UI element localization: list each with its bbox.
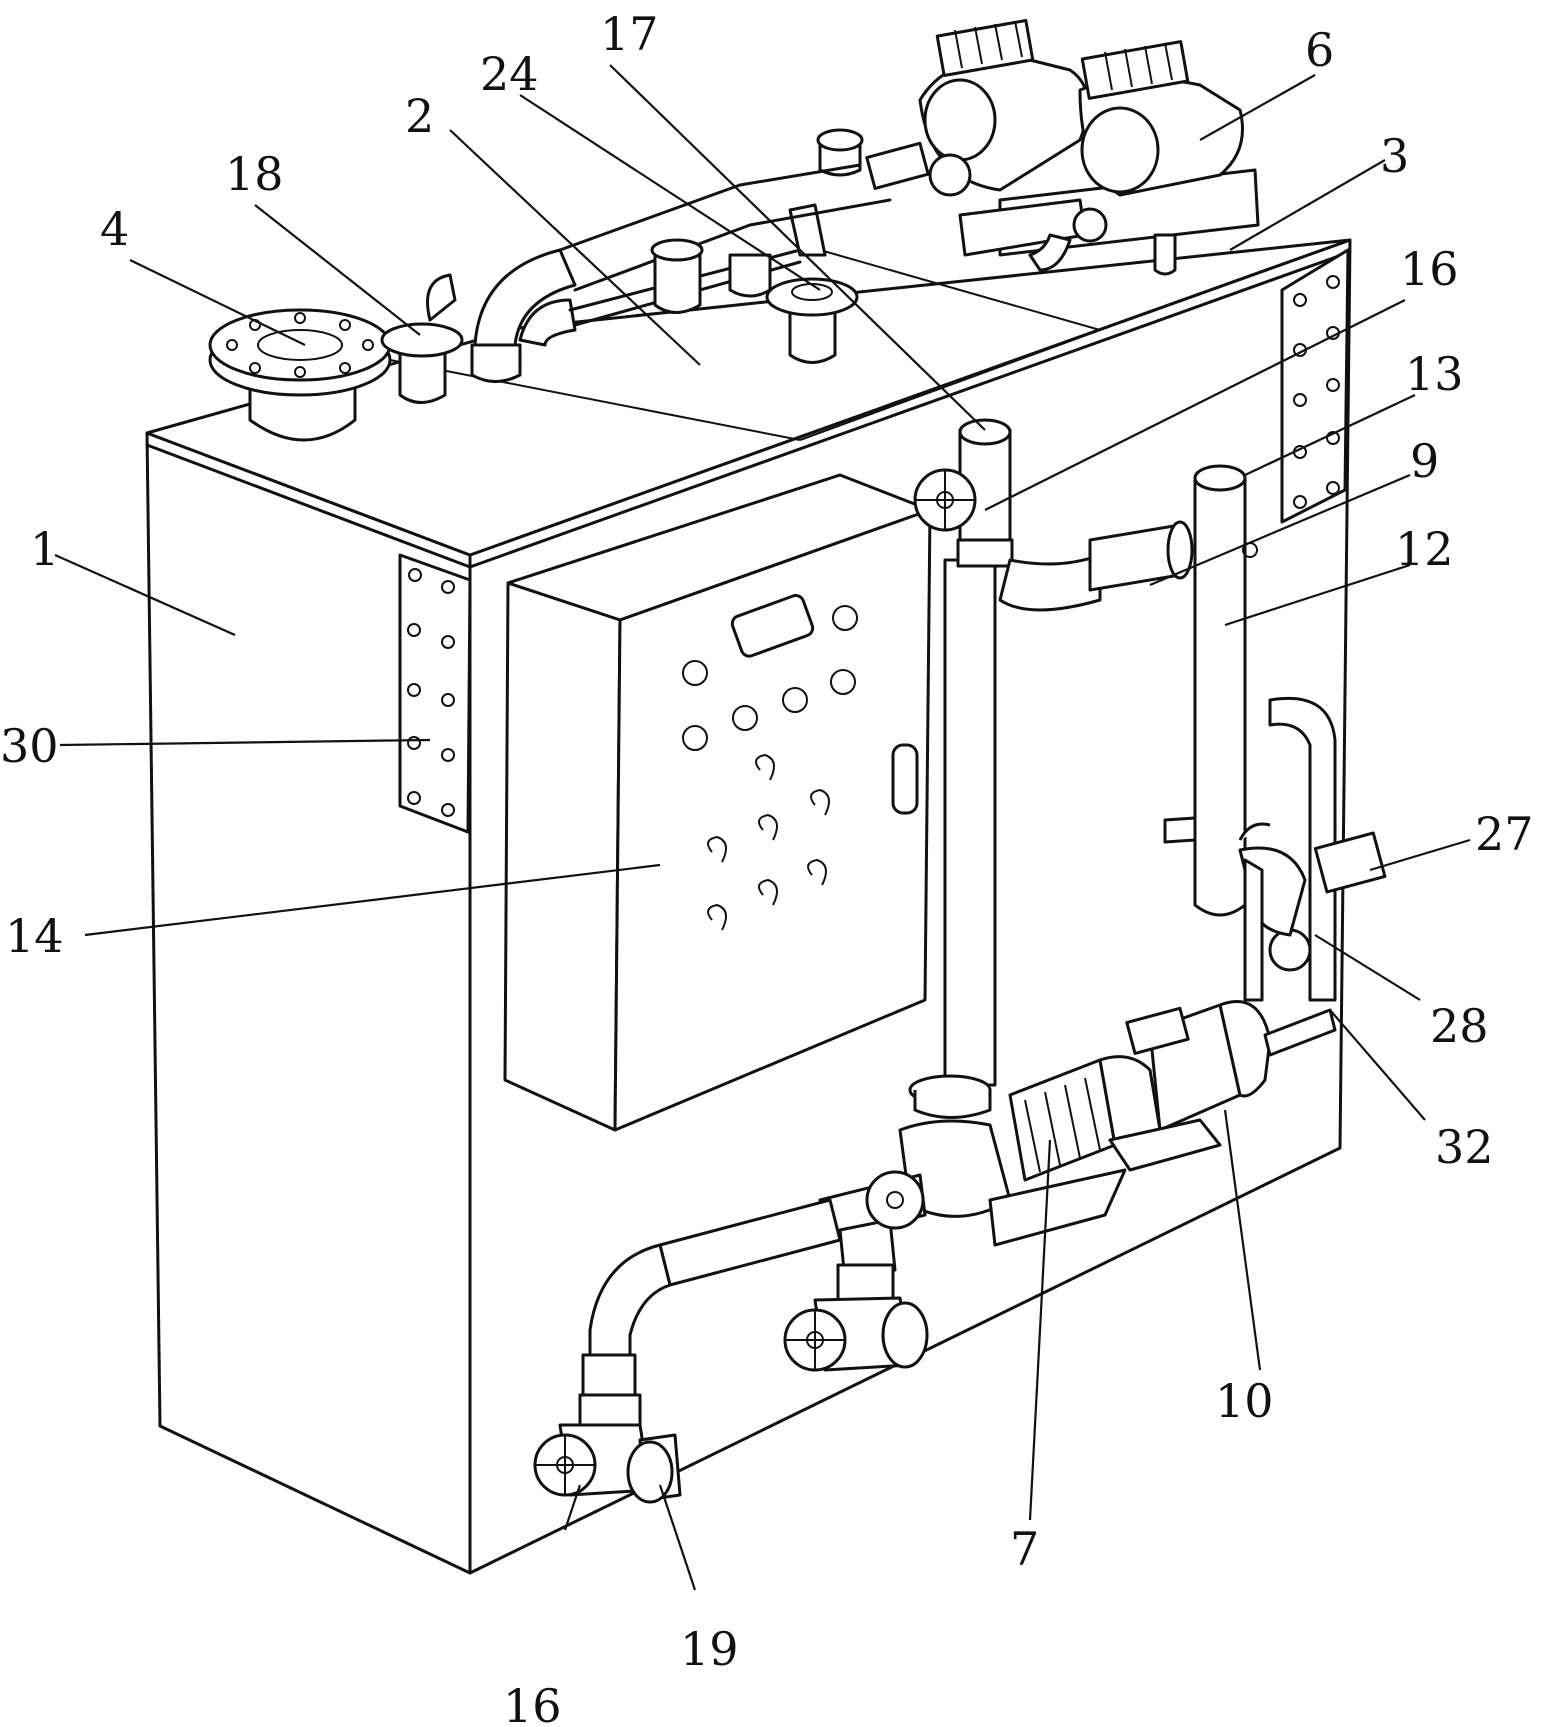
label-16-lower: 16: [503, 1679, 562, 1727]
riser-valve-assembly: [908, 418, 1194, 1119]
label-2: 2: [405, 89, 434, 143]
label-32: 32: [1435, 1120, 1494, 1174]
control-box: [503, 473, 932, 1132]
label-14: 14: [5, 909, 64, 963]
top-fittings: [380, 128, 892, 404]
label-13: 13: [1405, 347, 1464, 401]
inspection-plate-right: [1280, 248, 1350, 524]
leader-lines: [54, 64, 1471, 1591]
label-17: 17: [600, 7, 659, 61]
label-10: 10: [1215, 1374, 1274, 1428]
label-19: 19: [680, 1622, 739, 1676]
label-28: 28: [1430, 999, 1489, 1053]
vacuum-pump-unit: [865, 18, 1260, 276]
label-6: 6: [1305, 23, 1334, 77]
label-16-upper: 16: [1400, 242, 1459, 296]
pump-motor-assembly: [898, 858, 1337, 1247]
label-3: 3: [1380, 129, 1409, 183]
label-4: 4: [100, 202, 129, 256]
part-labels: 1 2 3 4 6 7 9 10 12 13 14 16 16 17 18 19…: [0, 7, 1534, 1727]
label-7: 7: [1010, 1522, 1039, 1576]
label-30: 30: [0, 719, 59, 773]
lower-piping-valves: [533, 1170, 929, 1504]
label-18: 18: [225, 147, 284, 201]
inspection-plate-left: [398, 553, 472, 834]
label-24: 24: [480, 47, 539, 101]
top-flange: [208, 308, 392, 442]
label-1: 1: [30, 522, 59, 576]
label-27: 27: [1475, 807, 1534, 861]
label-9: 9: [1410, 434, 1439, 488]
label-12: 12: [1395, 522, 1454, 576]
